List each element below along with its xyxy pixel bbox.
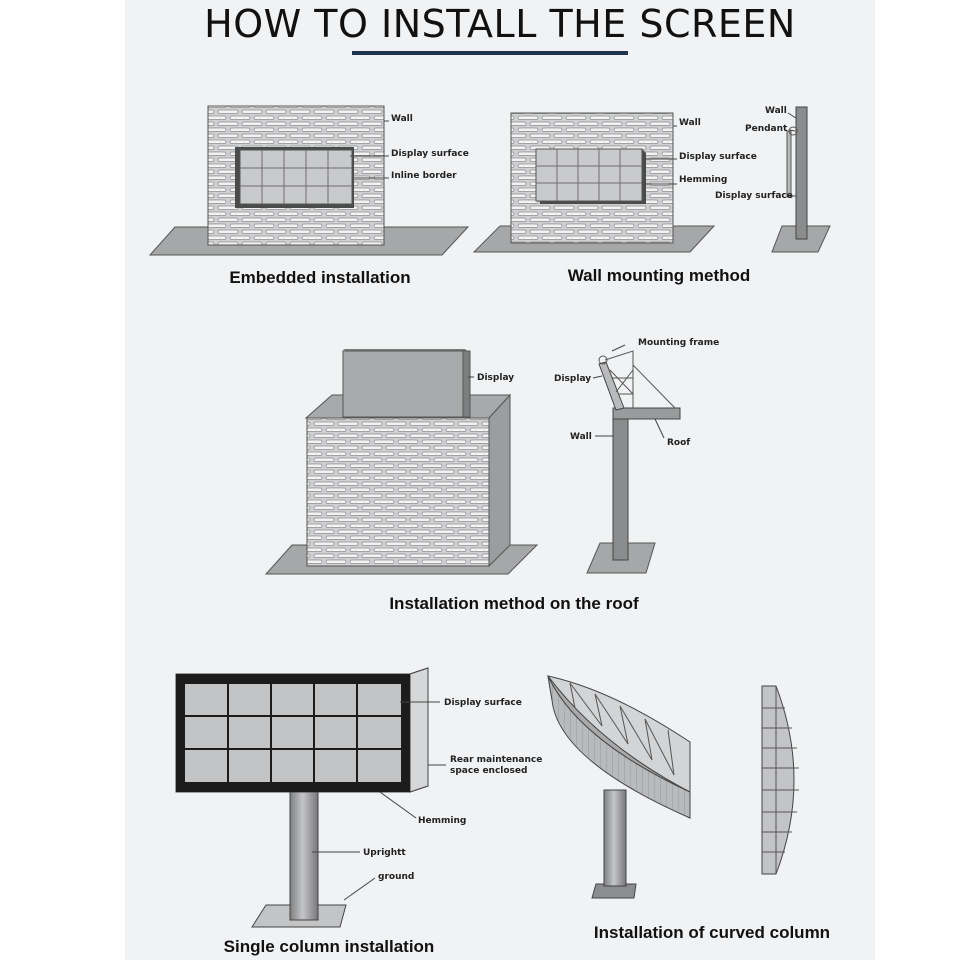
wallmount-label-display-surface: Display surface: [679, 152, 757, 162]
building: [306, 417, 490, 567]
curved-frame-trusses: [569, 682, 675, 776]
wallmount-side-label-pendant: Pendant: [745, 124, 788, 134]
curved-screen-front: [547, 675, 691, 819]
roof-beam: [612, 407, 681, 420]
curved-column-diagram: [546, 675, 799, 899]
caption-curved-column-installation: Installation of curved column: [593, 923, 831, 942]
side-wall: [795, 106, 808, 240]
caption-wall-mounting-method: Wall mounting method: [567, 266, 751, 285]
frame-marker: [598, 355, 608, 365]
pendant-marker: [788, 126, 798, 136]
leader-lines: [642, 125, 677, 185]
caption-embedded-installation: Embedded installation: [229, 268, 411, 287]
display-panel: [535, 148, 643, 202]
display-surface: [185, 684, 401, 782]
display-grid: [185, 684, 401, 782]
roof-installation-diagram: [264, 344, 681, 575]
leader-lines: [312, 701, 446, 901]
side-display: [598, 361, 625, 411]
column-label-display-surface: Display surface: [444, 698, 522, 708]
column-label-space-enclosed: space enclosed: [450, 766, 528, 776]
upright-pole: [289, 785, 319, 921]
display-panel: [239, 149, 353, 205]
column-label-ground: ground: [378, 872, 415, 882]
column-label-rear-maintenance: Rear maintenance: [450, 755, 543, 765]
wallmount-side-label-wall: Wall: [765, 106, 787, 116]
curved-frame-top: [546, 675, 691, 793]
column-label-hemming: Hemming: [418, 816, 467, 826]
roof-label-wall: Wall: [570, 432, 592, 442]
leader-lines: [350, 120, 389, 179]
roof-display: [342, 350, 466, 418]
side-wall: [612, 408, 629, 561]
roof-display-side: [462, 350, 471, 418]
cabinet-side: [409, 667, 429, 793]
curved-upright: [603, 789, 627, 887]
display-grid: [240, 150, 352, 204]
embedded-installation-diagram: [148, 105, 470, 256]
wall-mounting-diagram: [472, 106, 831, 253]
caption-single-column-installation: Single column installation: [223, 937, 435, 956]
page-title: HOW TO INSTALL THE SCREEN: [204, 2, 796, 46]
roof-side-label-display: Display: [554, 374, 592, 384]
embedded-label-wall: Wall: [391, 114, 413, 124]
curved-side-view: [761, 685, 795, 875]
wallmount-side-label-display-surface: Display surface: [715, 191, 793, 201]
embedded-label-display-surface: Display surface: [391, 149, 469, 159]
wallmount-label-hemming: Hemming: [679, 175, 728, 185]
embedded-label-inline-border: Inline border: [391, 171, 457, 181]
caption-roof-installation: Installation method on the roof: [389, 594, 639, 613]
wallmount-label-wall: Wall: [679, 118, 701, 128]
curved-side-grid: [762, 686, 799, 874]
title-underline: [352, 51, 628, 55]
roof-label-mounting-frame: Mounting frame: [638, 338, 720, 348]
building-side: [488, 393, 511, 568]
single-column-diagram: [175, 667, 446, 928]
roof-label-roof: Roof: [667, 438, 691, 448]
display-grid: [536, 149, 642, 201]
side-display: [786, 130, 792, 198]
mounting-frame: [604, 350, 676, 409]
roof-label-display: Display: [477, 373, 515, 383]
column-label-upright: Uprightt: [363, 848, 406, 858]
